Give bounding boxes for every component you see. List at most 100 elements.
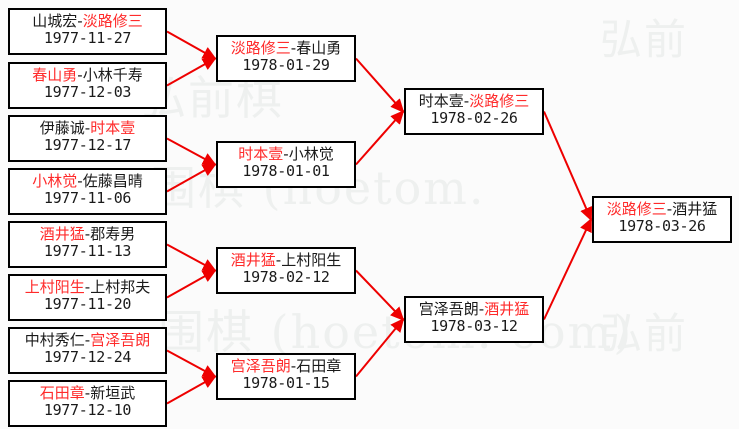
winner-name: 宫泽吾朗 xyxy=(230,357,291,375)
match-date: 1978-03-12 xyxy=(430,317,518,335)
winner-name: 春山勇 xyxy=(32,66,78,84)
winner-name: 酒井猛 xyxy=(230,251,276,269)
match-date: 1977-12-17 xyxy=(43,136,132,154)
bracket-connector xyxy=(166,349,217,378)
winner-name: 淡路修三 xyxy=(82,12,143,30)
match-date: 1978-01-01 xyxy=(242,162,330,180)
loser-name: 春山勇 xyxy=(296,39,342,57)
name-separator: - xyxy=(478,300,485,318)
match-players: 酒井猛-郡寿男 xyxy=(10,226,165,243)
bracket-connector xyxy=(166,30,217,60)
name-separator: - xyxy=(275,251,282,269)
match-players: 时本壹-淡路修三 xyxy=(406,93,542,110)
match-players: 中村秀仁-宫泽吾朗 xyxy=(10,332,165,349)
loser-name: 酒井猛 xyxy=(672,200,718,218)
match-date: 1977-12-03 xyxy=(43,83,132,101)
loser-name: 郡寿男 xyxy=(90,225,136,243)
name-separator: - xyxy=(666,200,673,218)
match-date: 1977-11-06 xyxy=(43,189,132,207)
match-players: 春山勇-小林千寿 xyxy=(10,67,165,84)
match-date: 1977-12-24 xyxy=(43,348,132,366)
match-date: 1978-02-26 xyxy=(430,109,518,127)
winner-name: 宫泽吾朗 xyxy=(90,331,151,349)
match-players: 淡路修三-酒井猛 xyxy=(594,201,730,218)
match-players: 宫泽吾朗-石田章 xyxy=(218,358,354,375)
match-players: 石田章-新垣武 xyxy=(10,385,165,402)
bracket-connector xyxy=(543,111,593,222)
winner-name: 淡路修三 xyxy=(469,92,530,110)
loser-name: 佐藤昌晴 xyxy=(82,172,143,190)
match-players: 酒井猛-上村阳生 xyxy=(218,252,354,269)
name-separator: - xyxy=(77,12,83,30)
name-separator: - xyxy=(84,278,91,296)
name-separator: - xyxy=(84,331,91,349)
winner-name: 小林觉 xyxy=(32,172,78,190)
match-players: 上村阳生-上村邦夫 xyxy=(10,279,165,296)
loser-name: 上村邦夫 xyxy=(90,278,151,296)
match-date: 1978-01-15 xyxy=(242,374,330,392)
winner-name: 上村阳生 xyxy=(24,278,85,296)
name-separator: - xyxy=(77,66,83,84)
loser-name: 上村阳生 xyxy=(281,251,342,269)
bracket-connector xyxy=(166,269,217,299)
winner-name: 时本壹 xyxy=(90,119,136,137)
match-players: 小林觉-佐藤昌晴 xyxy=(10,173,165,190)
match-date: 1977-11-13 xyxy=(43,242,132,260)
loser-name: 中村秀仁 xyxy=(24,331,85,349)
bracket-connector xyxy=(355,317,405,378)
bracket-connector xyxy=(355,269,405,321)
bracket-connector xyxy=(166,57,217,87)
bracket-connector xyxy=(355,110,405,166)
winner-name: 淡路修三 xyxy=(606,200,667,218)
match-date: 1977-11-20 xyxy=(43,295,132,313)
name-separator: - xyxy=(84,384,91,402)
loser-name: 石田章 xyxy=(296,357,342,375)
name-separator: - xyxy=(77,172,83,190)
winner-name: 酒井猛 xyxy=(39,225,85,243)
loser-name: 伊藤诚 xyxy=(39,119,85,137)
name-separator: - xyxy=(463,92,470,110)
match-date: 1978-01-29 xyxy=(242,56,330,74)
bracket-connector xyxy=(166,137,217,166)
match-players: 宫泽吾朗-酒井猛 xyxy=(406,301,542,318)
bracket-connector xyxy=(166,163,217,193)
name-separator: - xyxy=(283,145,289,163)
loser-name: 山城宏 xyxy=(32,12,78,30)
loser-name: 新垣武 xyxy=(90,384,136,402)
match-date: 1977-12-10 xyxy=(43,401,132,419)
bracket-connector xyxy=(543,217,592,320)
name-separator: - xyxy=(290,357,297,375)
match-players: 淡路修三-春山勇 xyxy=(218,40,354,57)
bracket-connector xyxy=(166,243,217,272)
loser-name: 宫泽吾朗 xyxy=(418,300,479,318)
bracket-connector xyxy=(355,57,405,113)
loser-name: 时本壹 xyxy=(418,92,464,110)
match-date: 1978-02-12 xyxy=(242,268,330,286)
match-players: 伊藤诚-时本壹 xyxy=(10,120,165,137)
loser-name: 小林千寿 xyxy=(82,66,143,84)
name-separator: - xyxy=(290,39,297,57)
winner-name: 时本壹 xyxy=(238,145,284,163)
match-date: 1977-11-27 xyxy=(43,29,132,47)
winner-name: 酒井猛 xyxy=(484,300,530,318)
match-date: 1978-03-26 xyxy=(618,217,706,235)
match-players: 山城宏-淡路修三 xyxy=(10,13,165,30)
name-separator: - xyxy=(84,119,91,137)
winner-name: 石田章 xyxy=(39,384,85,402)
